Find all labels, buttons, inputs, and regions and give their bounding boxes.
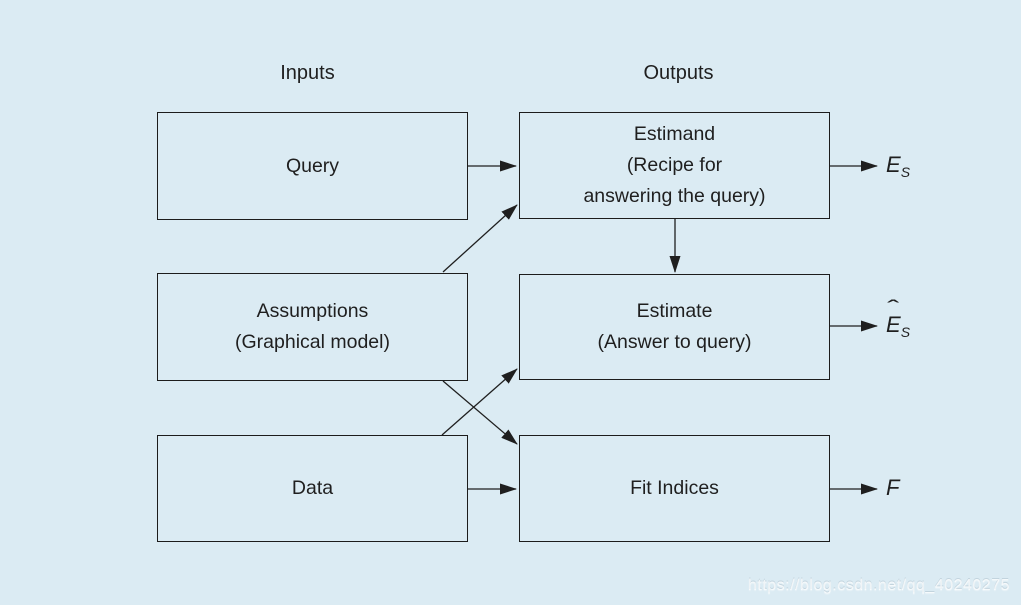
box-assumptions-line2: (Graphical model) bbox=[235, 331, 390, 353]
watermark-text: https://blog.csdn.net/qq_40240275 bbox=[747, 577, 1010, 594]
arrow-assumptions-to-fit-indices bbox=[442, 380, 518, 445]
output-label-fit: F bbox=[886, 475, 900, 500]
box-estimand-line1: Estimand bbox=[633, 123, 716, 145]
box-estimand-line3: answering the query) bbox=[583, 185, 766, 207]
box-data: Data bbox=[157, 435, 468, 542]
box-fit-indices: Fit Indices bbox=[519, 435, 830, 542]
column-heading-inputs: Inputs bbox=[280, 62, 335, 84]
box-query-label: Query bbox=[285, 154, 340, 177]
box-query: Query bbox=[157, 112, 468, 220]
box-estimand: Estimand (Recipe for answering the query… bbox=[519, 112, 830, 219]
box-data-label: Data bbox=[291, 477, 334, 499]
column-heading-outputs: Outputs bbox=[643, 62, 714, 84]
box-assumptions-line1: Assumptions bbox=[256, 300, 369, 322]
box-assumptions: Assumptions (Graphical model) bbox=[157, 273, 468, 381]
arrow-assumptions-to-estimand bbox=[442, 204, 518, 273]
output-label-estimand: ES bbox=[886, 152, 911, 180]
box-estimate-line1: Estimate bbox=[636, 300, 713, 322]
box-fit-indices-label: Fit Indices bbox=[630, 477, 719, 499]
box-estimate: Estimate (Answer to query) bbox=[519, 274, 830, 380]
arrow-data-to-estimate bbox=[441, 368, 518, 436]
box-estimate-line2: (Answer to query) bbox=[597, 331, 752, 353]
box-estimand-line2: (Recipe for bbox=[626, 154, 723, 176]
hat-accent: ˆ bbox=[887, 297, 900, 321]
